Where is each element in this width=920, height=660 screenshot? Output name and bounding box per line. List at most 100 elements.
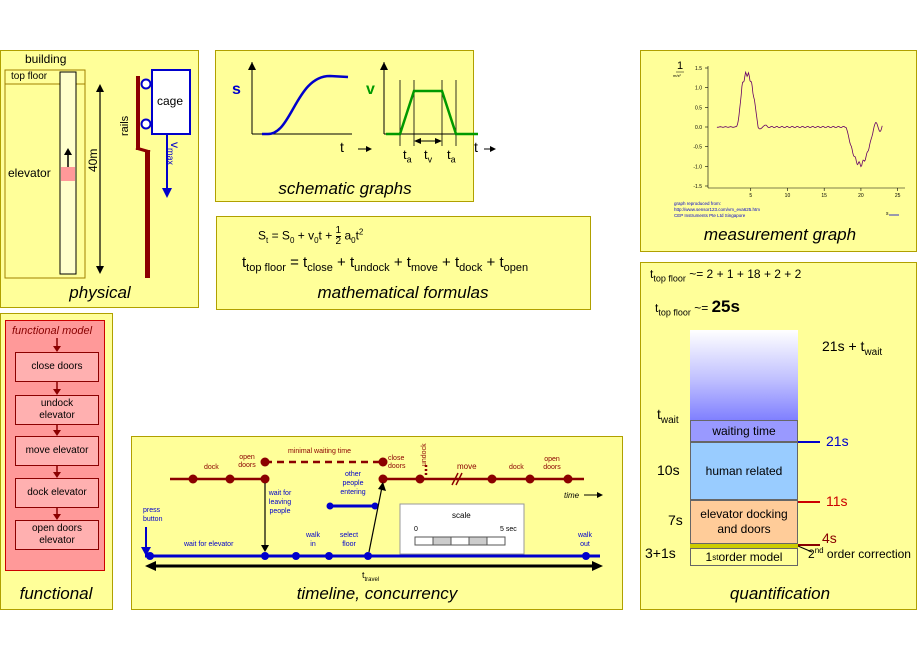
dep-arrowhead-2 bbox=[378, 482, 386, 491]
s-axis-y-arrowhead bbox=[248, 62, 256, 70]
event-dot-3 bbox=[260, 474, 270, 484]
functional-step: move elevator bbox=[15, 436, 99, 466]
timeline-caption: timeline, concurrency bbox=[296, 584, 458, 603]
meas-xtick-label: 10 bbox=[785, 193, 791, 199]
event-dot-1 bbox=[188, 474, 198, 484]
event-dot-7 bbox=[415, 474, 425, 484]
elevator-up-arrowhead bbox=[64, 148, 72, 155]
move-break-2 bbox=[455, 472, 463, 486]
rail-upper bbox=[136, 76, 140, 150]
measurement-unit-num: 1 bbox=[677, 60, 684, 72]
q-mark-4: 4s bbox=[822, 530, 837, 546]
tl-scale-title: scale bbox=[452, 511, 471, 520]
measurement-panel bbox=[640, 50, 917, 252]
meas-xtick-label: 15 bbox=[821, 193, 827, 199]
person-dot-1 bbox=[146, 552, 154, 560]
q-elevator-docking: elevator docking and doors bbox=[690, 500, 798, 544]
tv-span-left bbox=[414, 138, 421, 144]
cage-wheel-top bbox=[140, 78, 152, 90]
q-left-7s: 7s bbox=[668, 512, 683, 528]
time-arrowhead bbox=[597, 492, 603, 498]
formula-term-base: t bbox=[350, 254, 355, 271]
functional-arrowhead bbox=[53, 346, 61, 352]
formula-term-sub: move bbox=[410, 262, 438, 274]
tl-label-minimal-waiting: minimal waiting time bbox=[288, 448, 352, 455]
other-people-dot-2 bbox=[371, 502, 379, 510]
v-axis-y-arrowhead bbox=[380, 62, 388, 70]
meas-ytick-label: 0.5 bbox=[695, 105, 702, 111]
schematic-caption: schematic graphs bbox=[278, 179, 412, 198]
q-second-order: 2nd order correction bbox=[808, 546, 911, 561]
person-dot-5 bbox=[364, 552, 372, 560]
cage-box bbox=[151, 69, 191, 135]
functional-step: close doors bbox=[15, 352, 99, 382]
meas-xtick-label: 20 bbox=[858, 193, 864, 199]
q-wait-gradient bbox=[690, 330, 798, 420]
tl-scale-5: 5 sec bbox=[500, 526, 517, 533]
formula-term-base: t bbox=[406, 254, 411, 271]
formula-term-sub: close bbox=[307, 262, 333, 274]
ttravel-arrowhead-right bbox=[592, 561, 603, 571]
event-dot-10 bbox=[563, 474, 573, 484]
functional-arrowhead bbox=[53, 430, 61, 436]
building-label: building bbox=[25, 52, 67, 66]
formulas-panel bbox=[216, 216, 591, 310]
measurement-xlabel: s bbox=[886, 211, 889, 217]
q-left-10s: 10s bbox=[657, 462, 680, 478]
functional-step: undock elevator bbox=[15, 395, 99, 425]
measurement-unit-den: m/s² bbox=[673, 73, 681, 78]
q-mark-21: 21s bbox=[826, 433, 849, 449]
ta-label-left: ta bbox=[403, 147, 412, 165]
cage-label: cage bbox=[157, 94, 184, 108]
formula-term-base: t bbox=[499, 254, 504, 271]
formula-term-base: t bbox=[242, 254, 247, 271]
formula-term-sub: top floor bbox=[246, 262, 286, 274]
ttravel-arrowhead-left bbox=[145, 561, 156, 571]
q-second-order-pointer bbox=[797, 545, 813, 553]
s-axis-label: s bbox=[232, 81, 241, 98]
tl-ttravel: ttravel bbox=[362, 570, 380, 583]
q-second-order-bar bbox=[690, 544, 798, 548]
functional-arrowhead bbox=[53, 389, 61, 395]
event-dot-6 bbox=[378, 474, 388, 484]
person-dot-3 bbox=[292, 552, 300, 560]
person-dot-6 bbox=[582, 552, 590, 560]
event-dot-5 bbox=[378, 457, 388, 467]
tl-time-label: time bbox=[564, 491, 580, 500]
tl-label-open-doors-1: open doors bbox=[238, 454, 256, 469]
tl-label-open-doors-2: open doors bbox=[543, 456, 561, 471]
elevator-car bbox=[61, 167, 75, 181]
tv-label: tv bbox=[424, 147, 433, 165]
q-wait-label: 21s + twait bbox=[822, 338, 883, 358]
q-line-1: ttop floor ~= 2 + 1 + 18 + 2 + 2 bbox=[650, 267, 802, 284]
event-dot-2 bbox=[225, 474, 235, 484]
measurement-caption: measurement graph bbox=[703, 225, 857, 244]
formula-term-op: + bbox=[482, 254, 500, 271]
meas-ytick-label: -1.5 bbox=[693, 184, 702, 190]
t-arrowhead-s bbox=[366, 146, 372, 152]
event-dot-8 bbox=[487, 474, 497, 484]
tl-label-move: move bbox=[457, 462, 477, 471]
tl-scale-0: 0 bbox=[414, 526, 418, 533]
elevator-label: elevator bbox=[8, 166, 51, 180]
formula-term-base: t bbox=[454, 254, 460, 271]
top-floor-label: top floor bbox=[11, 71, 48, 82]
dep-arrow-2 bbox=[368, 486, 383, 553]
tl-wait-for-elevator: wait for elevator bbox=[184, 541, 234, 548]
dep-arrowhead-1 bbox=[261, 545, 269, 552]
functional-step: open doors elevator bbox=[15, 520, 99, 550]
ta-label-right: ta bbox=[447, 147, 456, 165]
functional-arrowhead bbox=[53, 514, 61, 520]
formula-term-sub: open bbox=[503, 262, 529, 274]
functional-model-title: functional model bbox=[12, 325, 93, 337]
t-arrowhead-v bbox=[490, 146, 496, 152]
v-axis-label: v bbox=[366, 81, 375, 98]
tl-label-close-doors: close doors bbox=[388, 455, 406, 470]
measurement-credit-1: graph reproduced from: bbox=[674, 201, 722, 206]
rail-connector bbox=[135, 146, 151, 154]
tv-span-right bbox=[435, 138, 442, 144]
